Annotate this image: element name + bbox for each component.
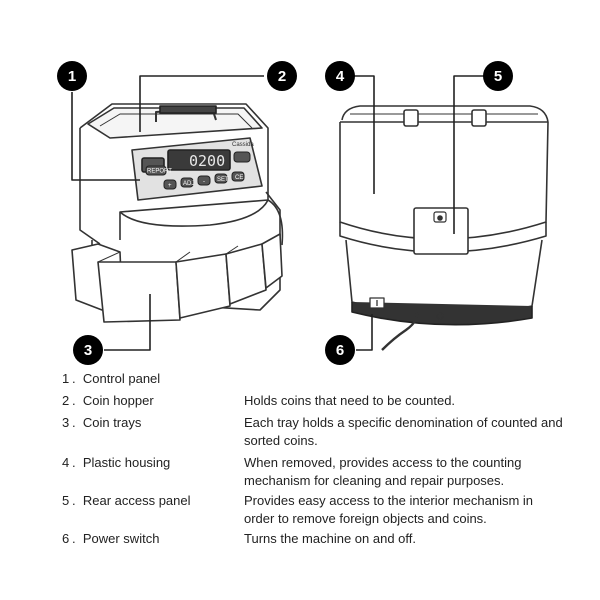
key-label: CE (235, 175, 243, 181)
svg-text:3: 3 (84, 342, 92, 359)
svg-text:2: 2 (278, 68, 286, 85)
part-number: 1 (62, 371, 70, 386)
coin-trays (71, 233, 283, 323)
coin-tray (225, 243, 267, 305)
report-label: REPORT (147, 169, 172, 175)
rear-view-machine (339, 105, 549, 351)
part-number: 2 (62, 393, 70, 408)
part-description: Each tray holds a specific denomination … (244, 415, 563, 448)
key-label: + (168, 183, 172, 189)
svg-text:5: 5 (494, 68, 502, 85)
callout-3: 3 (73, 335, 103, 365)
key-label: - (203, 179, 205, 185)
key-start[interactable] (233, 151, 251, 163)
callout-1: 1 (57, 61, 87, 91)
brand-label: Cassida (232, 142, 254, 148)
lcd-readout: 0200 (189, 152, 225, 170)
part-description: When removed, provides access to the cou… (244, 455, 522, 488)
callout-5: 5 (483, 61, 513, 91)
coin-counter-diagram: 0200 REPORT Cassida + ADJ - SET CE 1 2 3… (57, 61, 549, 365)
coin-tray (97, 261, 181, 323)
part-name: 5. Rear access panel (62, 493, 191, 508)
leader-lines (71, 75, 484, 351)
part-description: Holds coins that need to be counted. (244, 393, 456, 408)
part-name: 2. Coin hopper (62, 393, 154, 408)
part-label: Control panel (82, 371, 161, 386)
coin-tray (175, 253, 231, 319)
key-label: SET (217, 177, 229, 183)
part-name: 1. Control panel (62, 371, 161, 386)
callout-6: 6 (325, 335, 355, 365)
part-label: Power switch (82, 531, 160, 546)
svg-text:6: 6 (336, 342, 344, 359)
part-number: 5 (62, 493, 70, 508)
key-plus[interactable] (163, 179, 177, 190)
part-number: 6 (62, 531, 70, 546)
part-name: 3. Coin trays (62, 415, 142, 430)
part-label: Plastic housing (82, 455, 171, 470)
lcd-display (167, 149, 231, 171)
callout-2: 2 (267, 61, 297, 91)
key-ce[interactable] (231, 171, 245, 182)
key-set[interactable] (214, 173, 228, 184)
key-adj[interactable] (180, 177, 194, 188)
part-description: Turns the machine on and off. (244, 531, 416, 546)
part-label: Rear access panel (82, 493, 191, 508)
svg-text:1: 1 (68, 68, 76, 85)
panel-keys (145, 151, 251, 190)
part-label: Coin trays (82, 415, 142, 430)
key-label: ADJ (183, 181, 194, 187)
part-name: 4. Plastic housing (62, 455, 171, 470)
coin-tray (261, 233, 283, 289)
part-number: 4 (62, 455, 70, 470)
svg-text:4: 4 (336, 68, 345, 85)
part-number: 3 (62, 415, 70, 430)
part-name: 6. Power switch (62, 531, 160, 546)
part-description: Provides easy access to the interior mec… (244, 493, 534, 526)
power-cord (381, 309, 419, 351)
parts-legend: 1. Control panel 2. Coin hopper Holds co… (0, 368, 600, 558)
callout-4: 4 (325, 61, 355, 91)
key-minus[interactable] (197, 175, 211, 186)
part-label: Coin hopper (82, 393, 154, 408)
key-report[interactable] (145, 165, 167, 176)
